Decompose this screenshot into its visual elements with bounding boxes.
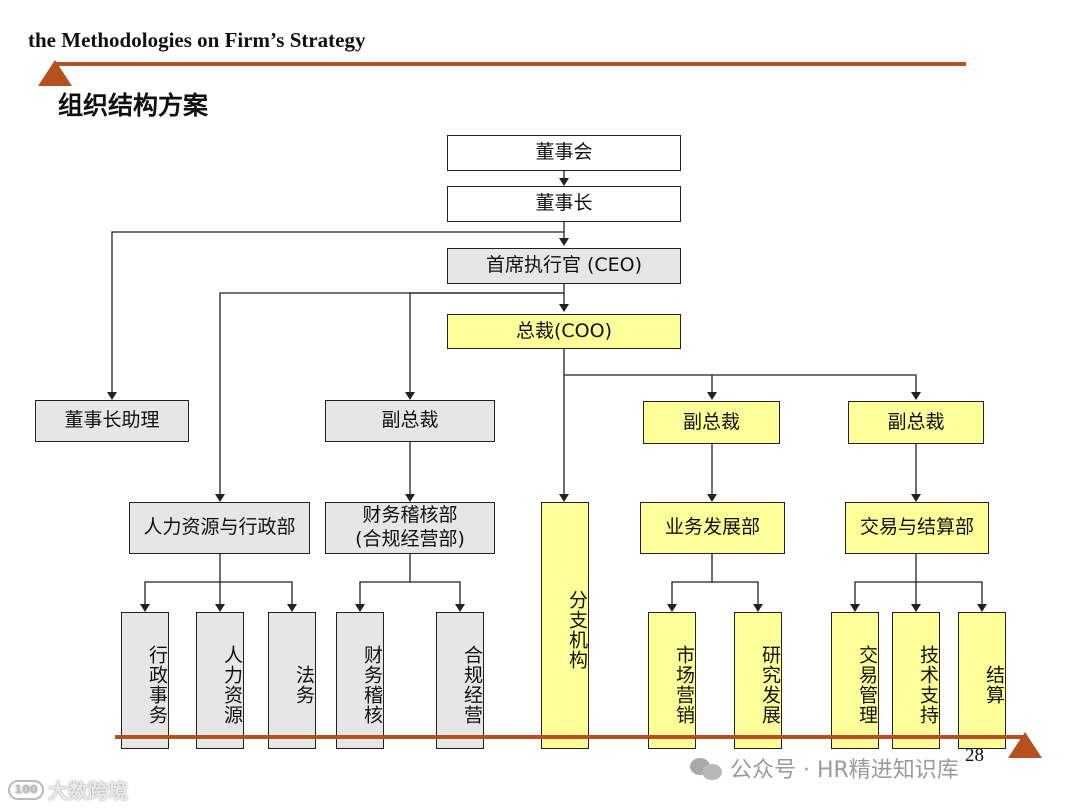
settlement-box: 结算: [958, 612, 1006, 749]
board-of-directors-box: 董事会: [447, 135, 681, 171]
vice-president-right-box: 副总裁: [848, 401, 984, 444]
wechat-icon: [690, 756, 724, 780]
research-development-box: 研究发展: [734, 612, 782, 749]
legal-box: 法务: [268, 612, 316, 749]
ceo-box: 首席执行官 (CEO): [447, 248, 681, 284]
chairman-assistant-box: 董事长助理: [35, 400, 189, 442]
vice-president-middle-box: 副总裁: [643, 401, 780, 444]
marketing-box: 市场营销: [648, 612, 696, 749]
trading-settlement-dept-box: 交易与结算部: [845, 502, 989, 554]
section-title: 组织结构方案: [58, 91, 209, 120]
footer-triangle-decoration: [1008, 732, 1042, 758]
trade-management-box: 交易管理: [831, 612, 879, 749]
finance-dept-name: 财务稽核部: [362, 504, 458, 527]
hr-admin-dept-box: 人力资源与行政部: [129, 502, 310, 554]
finance-dept-alias: (合规经营部): [355, 528, 465, 550]
page-number: 28: [965, 745, 984, 766]
watermark-logo-icon: 100: [8, 779, 44, 800]
compliance-box: 合规经营: [436, 612, 484, 749]
footer-rule: [115, 735, 1025, 739]
business-development-dept-box: 业务发展部: [640, 502, 785, 554]
financial-audit-box: 财务稽核: [336, 612, 384, 749]
watermark-left-text: 大数跨境: [48, 779, 128, 803]
finance-audit-dept-box: 财务稽核部 (合规经营部): [325, 502, 495, 554]
watermark-right: 公众号 · HR精进知识库: [690, 752, 959, 784]
header-title: the Methodologies on Firm’s Strategy: [28, 28, 366, 52]
chairman-box: 董事长: [447, 186, 681, 222]
header-rule: [56, 62, 966, 66]
technical-support-box: 技术支持: [892, 612, 940, 749]
watermark-right-text: 公众号 · HR精进知识库: [730, 758, 959, 783]
branches-box: 分支机构: [541, 502, 589, 749]
vice-president-left-box: 副总裁: [325, 400, 495, 442]
watermark-left: 100 大数跨境: [8, 775, 128, 804]
coo-box: 总裁(COO): [447, 314, 681, 349]
human-resources-box: 人力资源: [196, 612, 244, 749]
admin-affairs-box: 行政事务: [121, 612, 169, 749]
